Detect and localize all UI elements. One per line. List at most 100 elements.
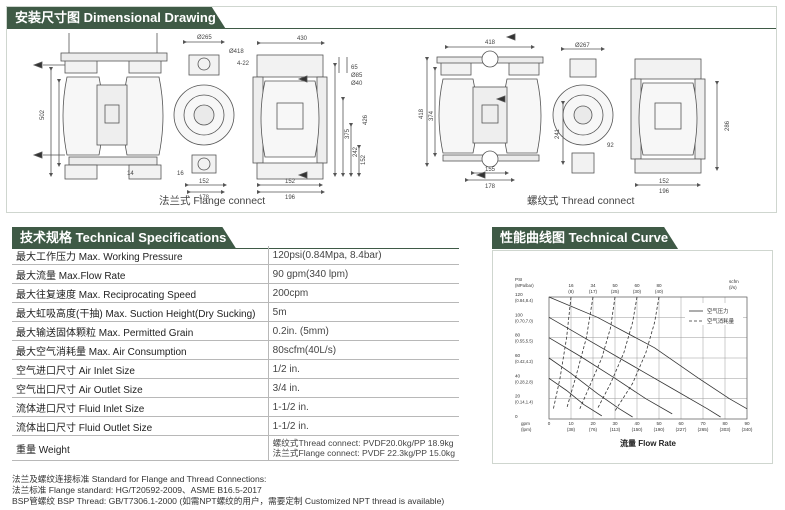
spec-label: 最大输送固体颗粒 Max. Permitted Grain xyxy=(12,321,269,341)
air-tick-label: 50 xyxy=(612,283,618,288)
legend-label: 空气压力 xyxy=(707,307,729,315)
spec-label: 最大工作压力 Max. Working Pressure xyxy=(12,246,269,265)
x-tick-sublabel: (227) xyxy=(676,427,687,432)
air-tick-sublabel: (8) xyxy=(568,289,574,294)
y-tick-label: 20 xyxy=(515,394,521,399)
dim-thread-d418: 418 xyxy=(485,40,496,46)
dim-thread-b155: 155 xyxy=(485,167,496,173)
y-tick-label: 120 xyxy=(515,292,523,297)
x-tick-sublabel: (340) xyxy=(742,427,753,432)
x-tick-sublabel: (150) xyxy=(632,427,643,432)
air-tick-sublabel: (17) xyxy=(589,289,598,294)
thread-front-view xyxy=(425,45,544,182)
standards-notes: 法兰及螺纹连接标准 Standard for Flange and Thread… xyxy=(12,474,444,507)
y-tick-label: 60 xyxy=(515,353,521,358)
dim-flange-c152: 152 xyxy=(285,179,296,185)
dim-flange-d65: 65 xyxy=(351,65,358,71)
flange-connect-caption: 法兰式 Flange connect xyxy=(159,195,266,207)
note-bsp-thread: BSP管螺纹 BSP Thread: GB/T7306.1-2000 (如需NP… xyxy=(12,496,445,506)
spec-row: 最大虹吸高度(干抽) Max. Suction Height(Dry Sucki… xyxy=(12,302,459,322)
spec-value: 3/4 in. xyxy=(268,378,459,398)
dim-thread-h374: 374 xyxy=(429,110,435,121)
air-pressure-curve xyxy=(548,316,721,418)
dim-flange-d85: Ø85 xyxy=(351,73,363,79)
dim-thread-h92: 92 xyxy=(607,143,614,149)
dim-flange-b152: 152 xyxy=(199,179,210,185)
x-tick-sublabel: (190) xyxy=(654,427,665,432)
dim-flange-b178: 178 xyxy=(199,195,210,201)
air-tick-sublabel: (30) xyxy=(633,289,642,294)
spec-weight-flange: 法兰式Flange connect: PVDF 22.3kg/PP 15.0kg xyxy=(272,448,455,458)
x-tick-label: 40 xyxy=(634,421,640,426)
x-tick-sublabel: (265) xyxy=(698,427,709,432)
x-tick-sublabel: (76) xyxy=(589,427,598,432)
dim-flange-h242: 242 xyxy=(353,146,359,157)
dim-flange-r14: 14 xyxy=(127,171,134,177)
spec-label: 最大往复速度 Max. Reciprocating Speed xyxy=(12,283,269,303)
y-tick-label: 80 xyxy=(515,333,521,338)
air-consumption-curve xyxy=(579,296,616,409)
spec-value: 90 gpm(340 lpm) xyxy=(268,264,459,284)
spec-weight-thread: 螺纹式Thread connect: PVDF20.0kg/PP 18.9kg xyxy=(272,438,454,448)
dim-flange-h375: 375 xyxy=(345,128,351,139)
dim-flange-d418: Ø418 xyxy=(229,49,244,55)
air-consumption-curve xyxy=(614,296,660,412)
header-rule xyxy=(207,28,776,29)
y-tick-sublabel: (0.55,5.5) xyxy=(515,339,534,344)
air-tick-label: 34 xyxy=(590,283,596,288)
flange-front-view xyxy=(32,33,168,180)
dim-thread-h418: 418 xyxy=(419,108,425,119)
y-tick-sublabel: (0.84,8.4) xyxy=(515,298,534,303)
x-tick-sublabel: (113) xyxy=(610,427,621,432)
y-tick-sublabel: (0.42,4.2) xyxy=(515,359,534,364)
air-consumption-curve xyxy=(553,296,572,409)
x-tick-label: 70 xyxy=(700,421,706,426)
y-axis-unit-secondary: (MPa/bar) xyxy=(515,283,534,288)
air-inlet-icons xyxy=(297,33,516,179)
x-axis-unit: gpm xyxy=(521,421,530,426)
spec-value: 1/2 in. xyxy=(268,359,459,379)
spec-label: 最大空气消耗量 Max. Air Consumption xyxy=(12,340,269,360)
air-tick-sublabel: (40) xyxy=(655,289,664,294)
x-axis-label: 流量 Flow Rate xyxy=(620,438,677,448)
air-tick-label: 16 xyxy=(568,283,574,288)
air-consumption-curve xyxy=(597,296,638,409)
flange-rear-view xyxy=(252,41,361,194)
dim-thread-c152: 152 xyxy=(659,179,670,185)
air-tick-sublabel: (25) xyxy=(611,289,620,294)
x-axis-unit-secondary: (lpm) xyxy=(521,427,532,432)
spec-value: 5m xyxy=(268,302,459,322)
dim-flange-d265: Ø265 xyxy=(197,35,212,41)
legend-box xyxy=(685,303,743,325)
spec-label: 空气进口尺寸 Air Inlet Size xyxy=(12,359,269,379)
x-tick-label: 0 xyxy=(548,421,551,426)
dimensional-drawing-panel: 安装尺寸图 Dimensional Drawing xyxy=(6,6,777,213)
spec-value: 1-1/2 in. xyxy=(268,397,459,417)
thread-rear-view xyxy=(630,58,719,187)
x-tick-label: 50 xyxy=(656,421,662,426)
thread-connect-caption: 螺纹式 Thread connect xyxy=(527,195,635,207)
specs-title: 技术规格 Technical Specifications xyxy=(12,227,236,249)
spec-label: 最大虹吸高度(干抽) Max. Suction Height(Dry Sucki… xyxy=(12,302,269,322)
legend-label: 空气消耗量 xyxy=(707,317,735,325)
dimensional-drawing: Ø265 430 Ø418 4-22 502 426 375 242 152 6… xyxy=(32,33,731,201)
dim-thread-h241: 241 xyxy=(555,128,561,139)
x-tick-label: 60 xyxy=(678,421,684,426)
dim-flange-d422: 4-22 xyxy=(237,61,250,67)
dim-thread-b178: 178 xyxy=(485,184,496,190)
spec-label: 空气出口尺寸 Air Outlet Size xyxy=(12,378,269,398)
y-tick-sublabel: (0.14,1.4) xyxy=(515,400,534,405)
air-axis-unit: scfm xyxy=(729,279,739,284)
dim-flange-w430: 430 xyxy=(297,36,308,42)
y-axis-unit: PSI xyxy=(515,277,522,282)
